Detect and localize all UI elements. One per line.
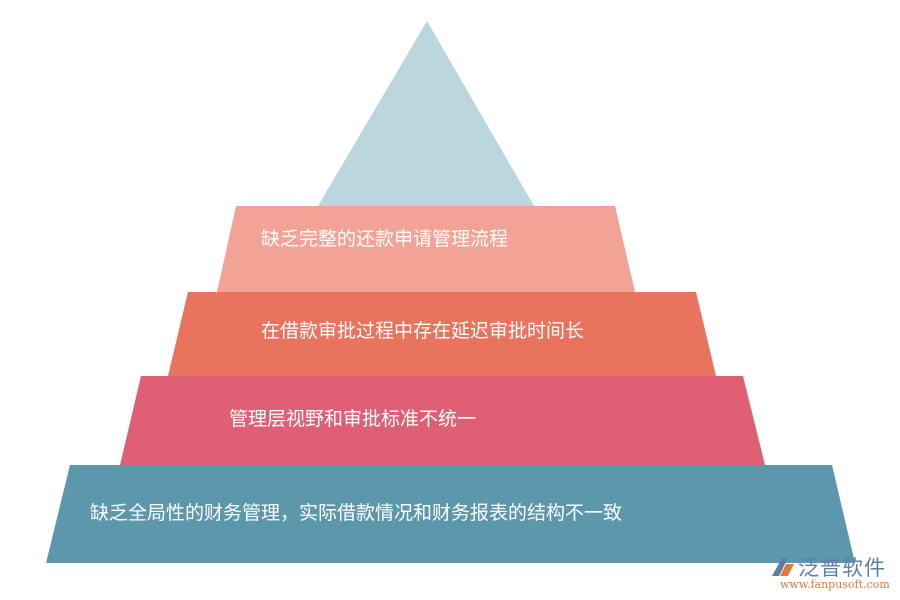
brand-logo-icon: [772, 558, 794, 576]
tier-2-label: 在借款审批过程中存在延迟审批时间长: [261, 320, 585, 342]
tier-1-label: 缺乏完整的还款申请管理流程: [261, 228, 509, 250]
tier-2-shape: [168, 292, 716, 376]
tier-4-label: 缺乏全局性的财务管理，实际借款情况和财务报表的结构不一致: [90, 502, 623, 524]
watermark-logo: 泛普软件 www.fanpusoft.com: [770, 552, 895, 596]
tier-4-shape: [46, 465, 855, 563]
pyramid-apex: [318, 21, 534, 206]
tier-3-label: 管理层视野和审批标准不统一: [229, 408, 477, 430]
tier-3-shape: [120, 376, 765, 465]
brand-name: 泛普软件: [798, 556, 886, 580]
brand-url: www.fanpusoft.com: [780, 578, 890, 591]
tier-1-shape: [217, 206, 635, 292]
